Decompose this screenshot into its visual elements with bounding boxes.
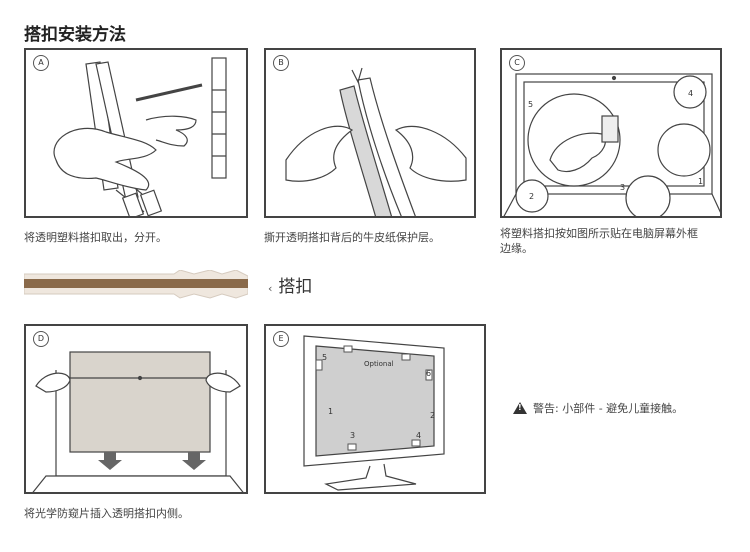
clip-label: ‹ 搭扣 bbox=[268, 272, 312, 297]
step-e-num-5: 5 bbox=[322, 353, 327, 362]
step-a-illustration bbox=[53, 57, 227, 216]
step-e-num-4: 4 bbox=[416, 431, 421, 440]
step-a-caption: 将透明塑料搭扣取出，分开。 bbox=[24, 231, 167, 244]
step-c-illustration: 5 4 2 3 1 bbox=[503, 73, 720, 216]
step-c-num-1: 1 bbox=[698, 177, 703, 186]
step-c-caption: 将塑料搭扣按如图所示贴在电脑屏幕外框 边缘。 bbox=[500, 226, 698, 256]
step-c-num-4: 4 bbox=[688, 89, 693, 98]
step-d-caption: 将光学防窥片插入透明搭扣内侧。 bbox=[24, 507, 189, 520]
step-b-caption: 撕开透明搭扣背后的牛皮纸保护层。 bbox=[264, 231, 440, 244]
step-e-illustration: Optional 5 6 1 2 3 4 bbox=[303, 335, 445, 491]
page-title: 搭扣安装方法 bbox=[24, 25, 126, 45]
step-c-caption-line2: 边缘。 bbox=[500, 242, 533, 255]
warning-notice: 警告: 小部件 - 避免儿童接触。 bbox=[513, 400, 683, 416]
step-e-num-1: 1 bbox=[328, 407, 333, 416]
clip-label-text: 搭扣 bbox=[278, 277, 313, 297]
clip-strip-image bbox=[24, 270, 248, 299]
step-b-panel: B bbox=[264, 48, 476, 218]
step-badge-d: D bbox=[33, 331, 49, 347]
optional-label: Optional bbox=[364, 360, 394, 368]
step-c-num-3: 3 bbox=[620, 183, 625, 192]
step-c-num-5: 5 bbox=[528, 100, 533, 109]
step-e-num-3: 3 bbox=[350, 431, 355, 440]
step-b-illustration bbox=[285, 67, 467, 216]
step-d-illustration bbox=[32, 351, 244, 492]
step-d-panel: D bbox=[24, 324, 248, 494]
step-badge-c: C bbox=[509, 55, 525, 71]
step-e-num-2: 2 bbox=[430, 411, 435, 420]
step-c-caption-line1: 将塑料搭扣按如图所示贴在电脑屏幕外框 bbox=[500, 227, 698, 240]
warning-text: 警告: 小部件 - 避免儿童接触。 bbox=[533, 402, 684, 415]
step-a-panel: A bbox=[24, 48, 248, 218]
step-badge-b: B bbox=[273, 55, 289, 71]
step-badge-a: A bbox=[33, 55, 49, 71]
step-e-num-6: 6 bbox=[426, 369, 431, 378]
step-c-num-2: 2 bbox=[529, 192, 534, 201]
warning-icon bbox=[513, 402, 527, 414]
step-badge-e: E bbox=[273, 331, 289, 347]
step-e-panel: Optional 5 6 1 2 3 4 E bbox=[264, 324, 486, 494]
step-c-panel: 5 4 2 3 1 C bbox=[500, 48, 722, 218]
left-arrow-icon: ‹ bbox=[268, 282, 273, 295]
